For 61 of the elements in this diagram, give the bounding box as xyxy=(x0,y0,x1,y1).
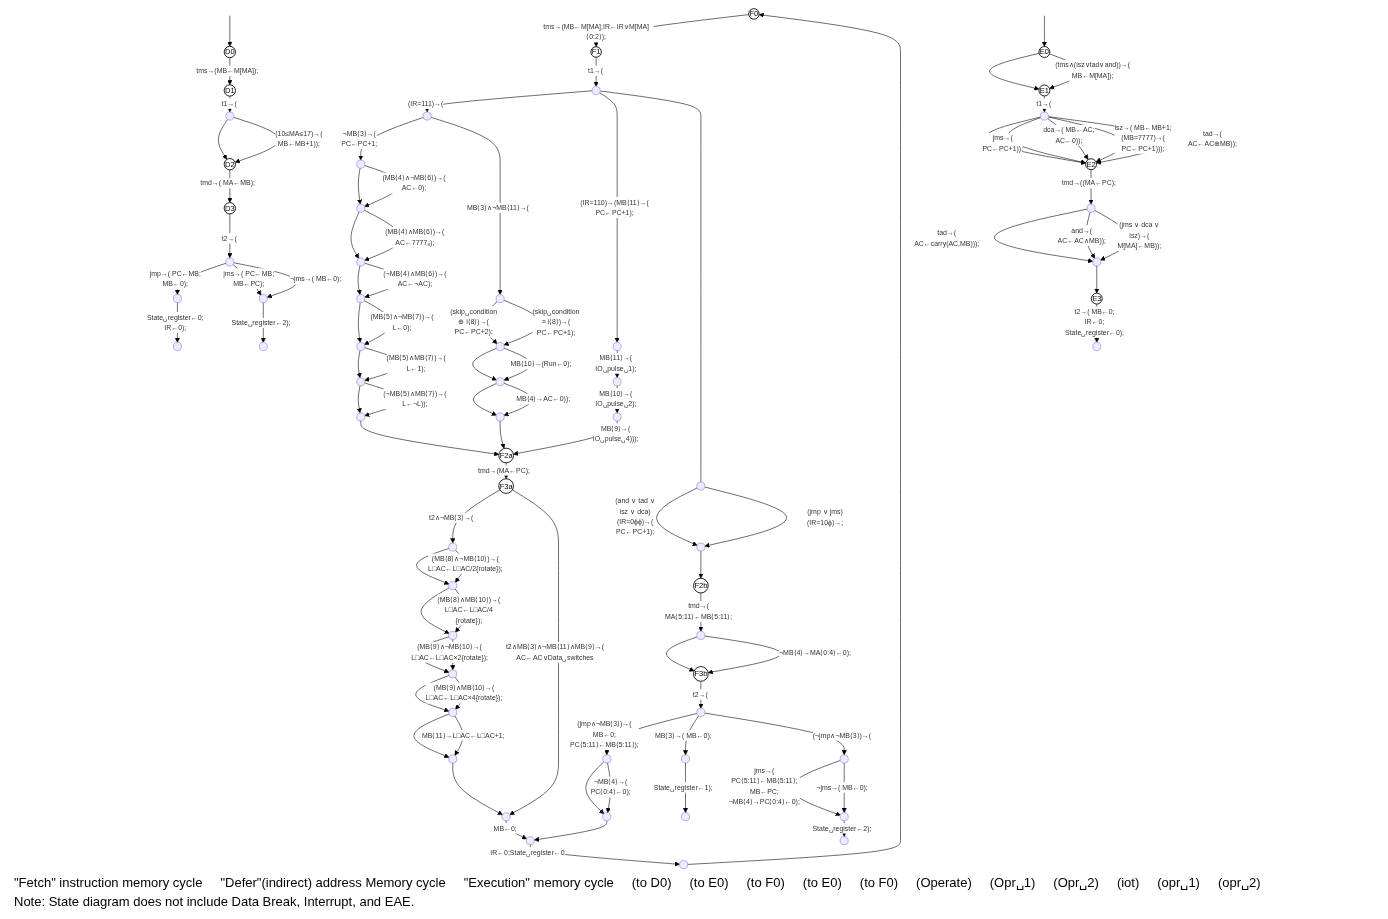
node-circle xyxy=(696,631,706,640)
node-circle xyxy=(839,812,849,822)
annotation-text: (to F0) xyxy=(859,875,899,890)
annotation-text: (to E0) xyxy=(802,875,842,890)
node-circle xyxy=(602,812,612,822)
node-circle xyxy=(448,542,458,552)
node-circle xyxy=(679,860,688,869)
node-circle xyxy=(495,412,505,422)
node-circle xyxy=(356,203,366,213)
node-circle xyxy=(225,257,235,267)
annotation-text: (Operate) xyxy=(916,875,972,890)
annotation-text: (Opr␣2) xyxy=(1053,875,1099,890)
node-circle xyxy=(602,754,612,764)
node-circle xyxy=(356,377,366,387)
node-circle xyxy=(448,631,458,640)
node-circle xyxy=(448,754,458,764)
annotation-text: (opr␣2) xyxy=(1217,875,1261,890)
node-circle xyxy=(422,111,432,121)
node-circle xyxy=(591,86,601,95)
node-circle xyxy=(448,669,458,679)
node-circle xyxy=(356,412,366,422)
node-circle xyxy=(356,257,366,267)
node-circle xyxy=(696,708,706,717)
node-circle xyxy=(173,342,182,351)
node-circle xyxy=(356,294,366,303)
annotation-text: (to D0) xyxy=(631,875,672,890)
node-circle xyxy=(696,542,706,552)
node-circle xyxy=(356,159,366,169)
node-circle xyxy=(448,708,458,717)
node-circle xyxy=(839,836,849,845)
node-circle xyxy=(258,294,268,303)
node-circle xyxy=(612,342,622,351)
annotation-text: Note: State diagram does not include Data Break, Interrupt, and EAE. xyxy=(14,894,415,909)
node-circle xyxy=(173,294,182,303)
annotation-text: (iot) xyxy=(1116,875,1140,890)
node-circle xyxy=(448,581,458,590)
node-circle xyxy=(1086,203,1096,213)
node-circle xyxy=(225,111,235,121)
node-circle xyxy=(1040,111,1049,121)
annotation-text: (opr␣1) xyxy=(1157,875,1200,890)
annotation-text: (to F0) xyxy=(746,875,785,890)
node-circle xyxy=(501,812,511,822)
node-circle xyxy=(1092,257,1102,267)
node-circle xyxy=(356,342,366,351)
node-circle xyxy=(612,377,622,387)
annotation-text: (to E0) xyxy=(689,875,729,890)
node-circle xyxy=(495,377,505,387)
node-circle xyxy=(696,481,706,491)
node-circle xyxy=(839,754,849,764)
annotation-text: "Execution" memory cycle xyxy=(463,875,614,890)
annotation-text: "Defer"(indirect) address Memory cycle xyxy=(220,875,446,890)
node-circle xyxy=(525,836,535,845)
node-circle xyxy=(495,294,505,303)
node-circle xyxy=(495,342,505,351)
node-circle xyxy=(681,754,690,764)
node-circle xyxy=(258,342,268,351)
node-circle xyxy=(612,412,622,422)
node-circle xyxy=(681,812,690,822)
node-circle xyxy=(1092,342,1102,351)
annotation-text: "Fetch" instruction memory cycle xyxy=(14,875,203,890)
annotation-text: (Opr␣1) xyxy=(989,875,1036,890)
